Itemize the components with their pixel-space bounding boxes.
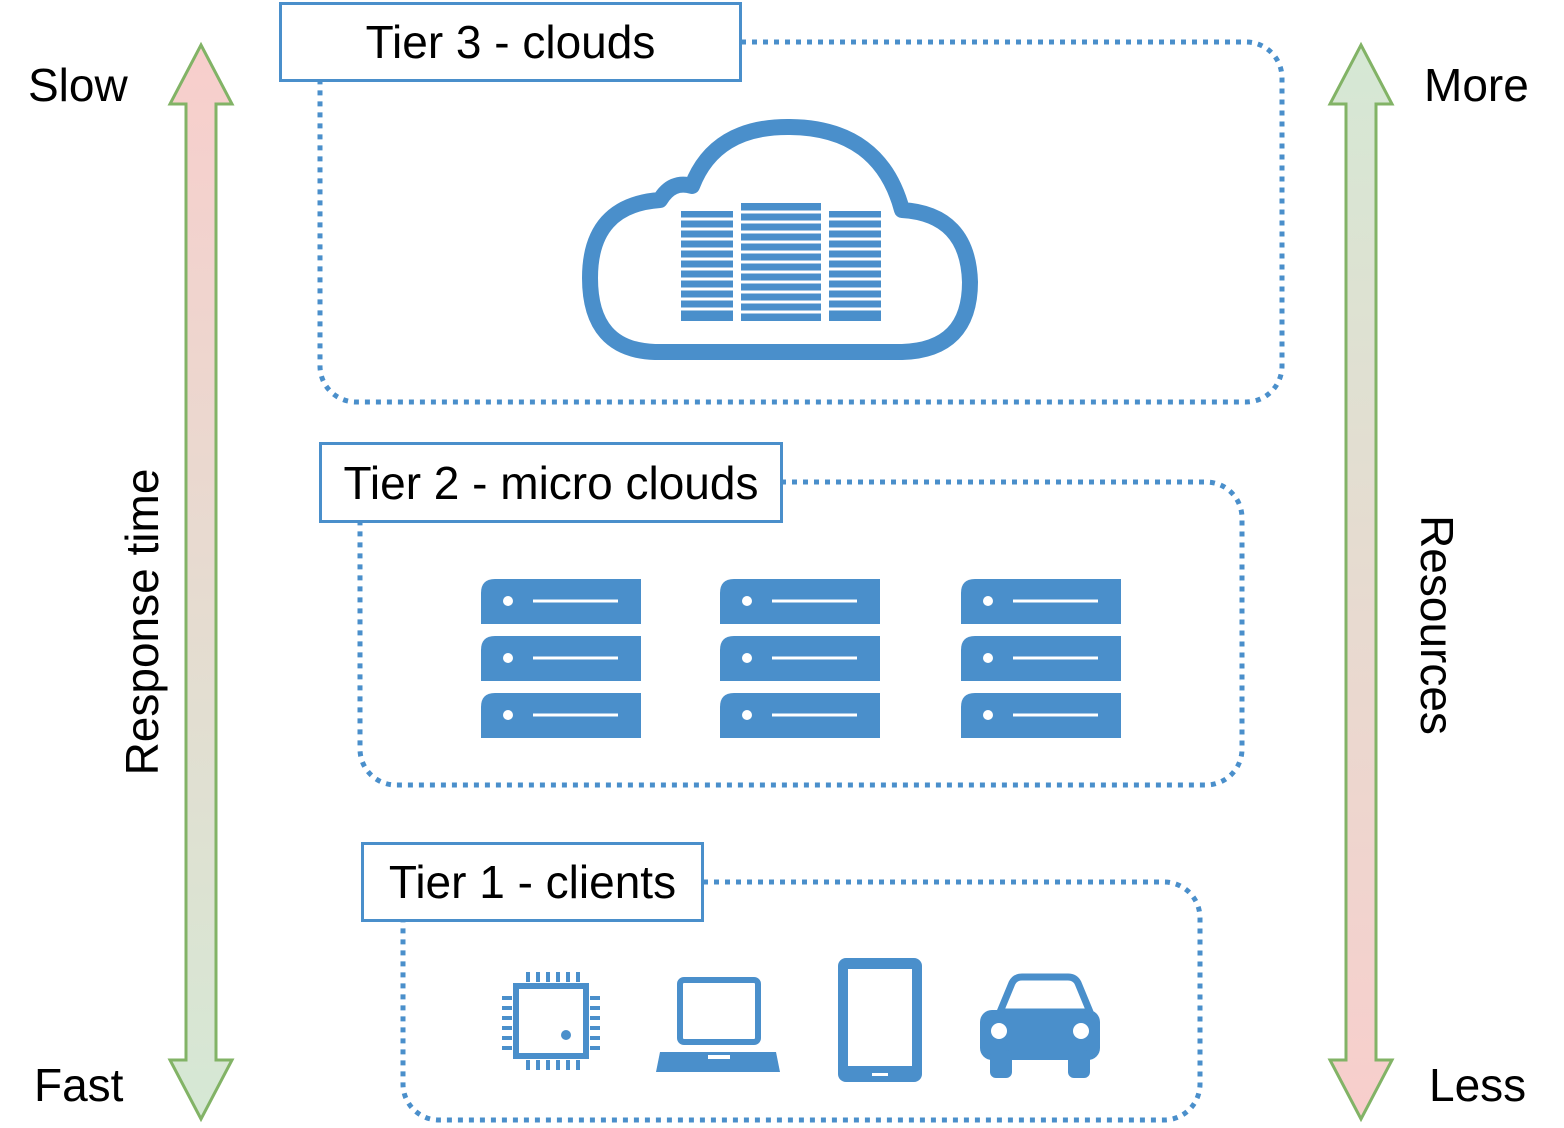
chip-icon bbox=[502, 972, 600, 1070]
more-label: More bbox=[1424, 59, 1529, 111]
tier-1-container bbox=[400, 879, 1203, 1123]
server-rack-icon bbox=[961, 579, 1121, 738]
cloud-datacenter-icon bbox=[582, 118, 978, 360]
tablet-icon bbox=[838, 958, 922, 1082]
tier-3-container bbox=[317, 39, 1285, 405]
server-rack-icon bbox=[720, 579, 880, 738]
server-rack-icon bbox=[481, 579, 641, 738]
resources-label: Resources bbox=[1411, 515, 1463, 735]
less-label: Less bbox=[1429, 1059, 1527, 1111]
tier-1-label: Tier 1 - clients bbox=[361, 842, 704, 922]
car-icon bbox=[980, 973, 1100, 1078]
response-time-label: Response time bbox=[116, 468, 168, 776]
tier-3-label: Tier 3 - clouds bbox=[279, 2, 742, 82]
fast-label: Fast bbox=[34, 1059, 124, 1111]
resources-arrow bbox=[1327, 41, 1395, 1123]
response-time-arrow bbox=[167, 41, 235, 1123]
slow-label: Slow bbox=[28, 59, 128, 111]
laptop-icon bbox=[656, 977, 780, 1072]
tier-2-label: Tier 2 - micro clouds bbox=[319, 442, 783, 523]
tier-2-container bbox=[357, 479, 1245, 788]
